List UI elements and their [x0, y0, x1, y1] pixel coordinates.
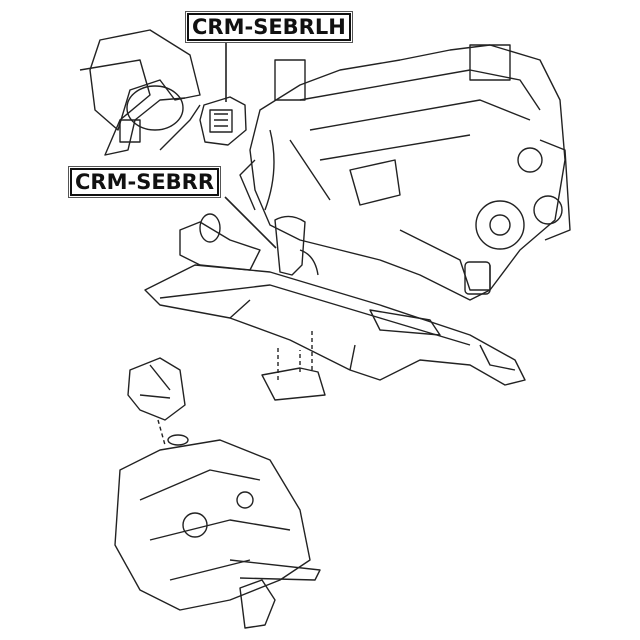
mount-rr-drawing: [274, 215, 319, 276]
leader-line-rr: [224, 196, 277, 249]
engine-drawing: [239, 44, 571, 301]
transmission-drawing: [114, 439, 321, 629]
mount-lh-drawing: [199, 96, 247, 146]
body-panel-drawing: [79, 29, 201, 156]
part-label-crm-sebrr: CRM-SEBRR: [70, 168, 220, 196]
part-label-crm-sebrlh: CRM-SEBRLH: [187, 13, 351, 41]
subframe-drawing: [144, 213, 526, 401]
transmission-mount-drawing: [127, 357, 189, 446]
